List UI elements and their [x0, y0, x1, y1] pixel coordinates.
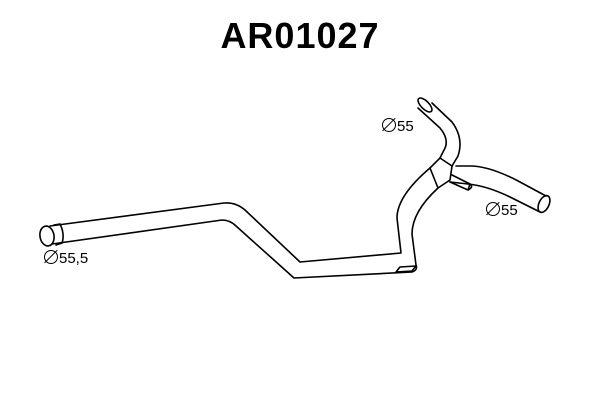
- lower-branch-end: [537, 194, 551, 214]
- diameter-icon: [44, 250, 58, 264]
- main-pipe-lower-outline: [51, 187, 439, 279]
- lower-branch-pipe: [449, 165, 547, 213]
- inlet-end: [39, 225, 55, 247]
- mounting-bracket: [395, 265, 417, 273]
- inlet-collar: [53, 223, 64, 246]
- part-code-title: AR01027: [220, 15, 380, 56]
- diameter-icon: [382, 118, 396, 132]
- inlet-diameter-label: 55,5: [44, 250, 88, 268]
- upper-branch-diameter-value: 55: [397, 118, 414, 135]
- lower-branch-diameter-label: 55: [486, 202, 518, 220]
- upper-branch-diameter-label: 55: [382, 118, 414, 136]
- y-junction: [429, 157, 453, 189]
- upper-branch-pipe: [417, 102, 461, 167]
- diameter-icon: [486, 202, 500, 216]
- upper-branch-end: [417, 97, 433, 113]
- main-pipe-upper-outline: [49, 167, 431, 263]
- lower-branch-diameter-value: 55: [501, 202, 518, 219]
- inlet-diameter-value: 55,5: [59, 250, 89, 267]
